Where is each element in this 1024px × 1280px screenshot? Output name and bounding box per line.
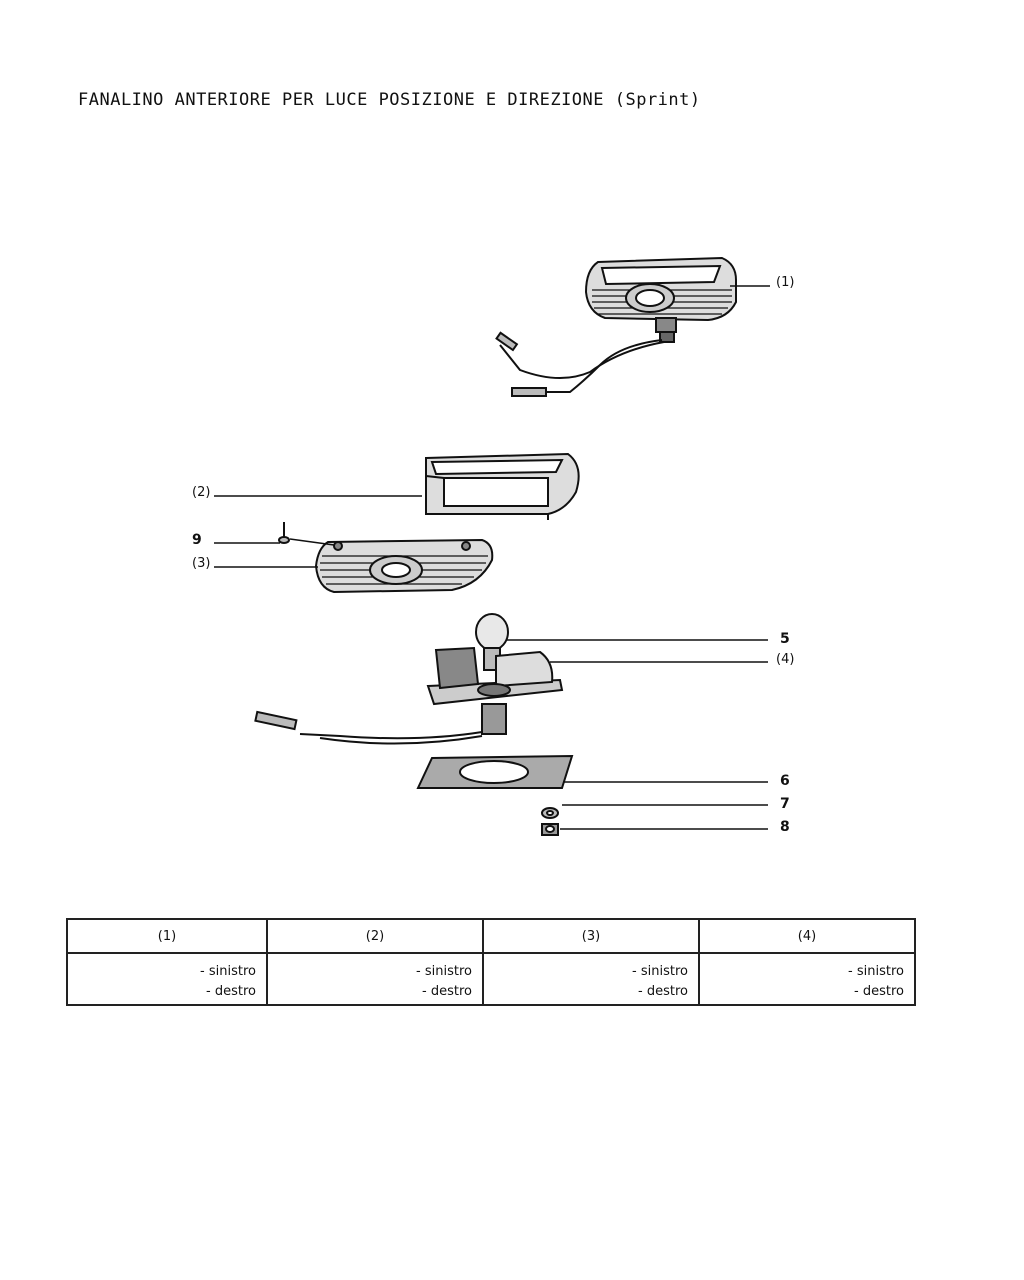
variant-left-3: - sinistro bbox=[632, 964, 688, 979]
variant-left-1: - sinistro bbox=[200, 964, 256, 979]
callout-2: (2) bbox=[192, 485, 211, 500]
lamp-body-drawing bbox=[254, 646, 564, 745]
callout-5: 5 bbox=[780, 631, 790, 647]
variant-right-2: - destro bbox=[422, 984, 472, 999]
variant-right-3: - destro bbox=[638, 984, 688, 999]
washer-drawing bbox=[541, 807, 559, 819]
parts-table-body-row: - sinistro - destro - sinistro - destro … bbox=[66, 952, 916, 1006]
assembled-lamp-drawing bbox=[495, 256, 737, 397]
table-cell-3: - sinistro - destro bbox=[482, 952, 700, 1006]
screw-drawing bbox=[278, 522, 290, 544]
gasket-drawing bbox=[416, 754, 574, 789]
callout-3: (3) bbox=[192, 556, 211, 571]
variant-right-1: - destro bbox=[206, 984, 256, 999]
lamp-frame-drawing bbox=[425, 452, 580, 520]
callout-8: 8 bbox=[780, 819, 790, 835]
table-cell-1: - sinistro - destro bbox=[66, 952, 268, 1006]
header-cell-1: (1) bbox=[66, 918, 268, 954]
callout-9: 9 bbox=[192, 532, 202, 548]
leader-lines bbox=[214, 285, 770, 830]
callout-7: 7 bbox=[780, 796, 790, 812]
exploded-parts-diagram bbox=[214, 256, 770, 836]
header-cell-4: (4) bbox=[698, 918, 916, 954]
callout-1: (1) bbox=[776, 275, 795, 290]
callout-4: (4) bbox=[776, 652, 795, 667]
variant-right-4: - destro bbox=[854, 984, 904, 999]
table-cell-2: - sinistro - destro bbox=[266, 952, 484, 1006]
variant-left-2: - sinistro bbox=[416, 964, 472, 979]
callout-6: 6 bbox=[780, 773, 790, 789]
parts-table: (1) (2) (3) (4) - sinistro - destro - si… bbox=[66, 918, 916, 1006]
lens-drawing bbox=[314, 538, 494, 594]
variant-left-4: - sinistro bbox=[848, 964, 904, 979]
table-cell-4: - sinistro - destro bbox=[698, 952, 916, 1006]
header-cell-3: (3) bbox=[482, 918, 700, 954]
parts-table-header-row: (1) (2) (3) (4) bbox=[66, 918, 916, 954]
nut-drawing bbox=[541, 823, 559, 836]
page-title: FANALINO ANTERIORE PER LUCE POSIZIONE E … bbox=[78, 90, 701, 110]
bulb-drawing bbox=[475, 613, 509, 671]
header-cell-2: (2) bbox=[266, 918, 484, 954]
